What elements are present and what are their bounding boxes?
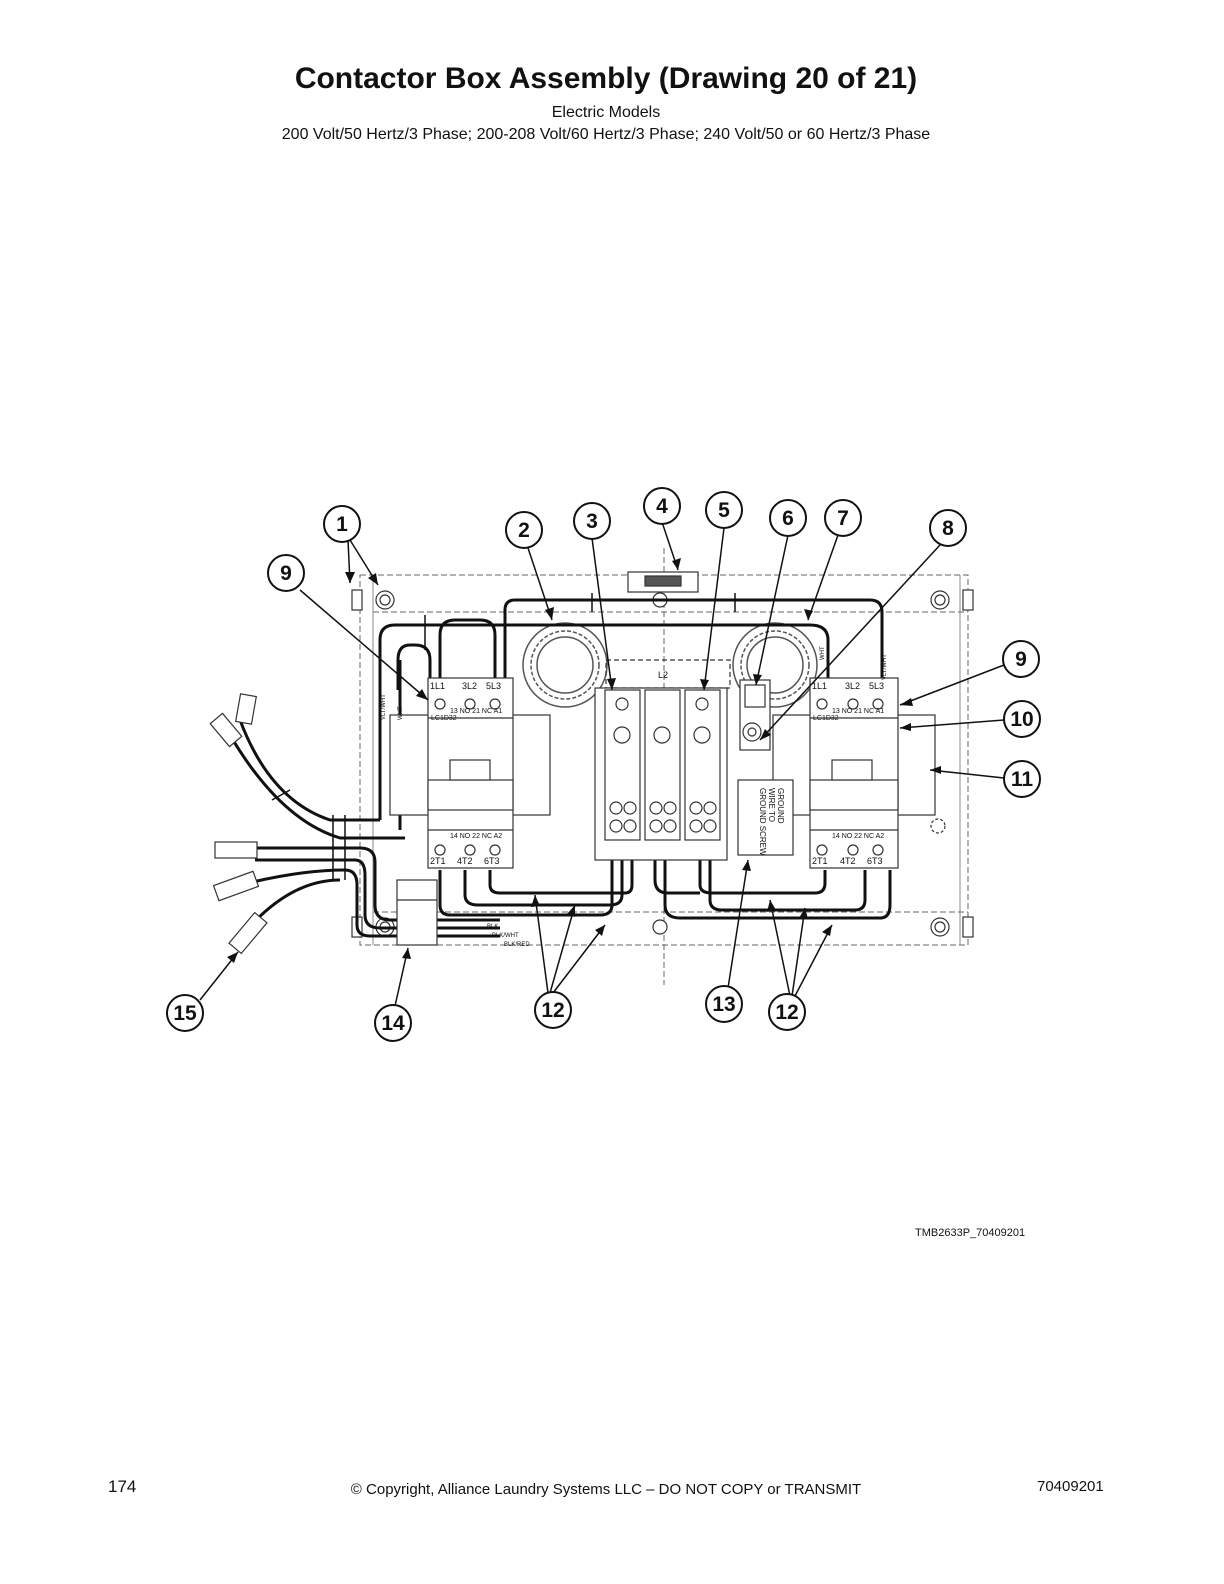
wire-harness	[228, 598, 892, 938]
callout-12-right: 12	[775, 1001, 798, 1024]
panel-solid	[372, 575, 961, 945]
knockout-rings	[522, 622, 818, 708]
callout-11: 11	[1011, 768, 1034, 791]
callout-10: 10	[1010, 708, 1033, 731]
wire-terminals	[209, 693, 268, 955]
top-bracket	[627, 571, 699, 593]
wire-label-wht-right: WHT	[820, 646, 826, 660]
terminal-block	[594, 659, 731, 861]
leader-arrowheads	[227, 558, 941, 963]
callout-13: 13	[712, 993, 735, 1016]
ground-label-line3: GROUND SCREW	[758, 788, 767, 856]
voltage-specs: 200 Volt/50 Hertz/3 Phase; 200-208 Volt/…	[281, 126, 931, 143]
document-number: 70409201	[1037, 1478, 1104, 1495]
left-contactor-labels: 1L1 3L2 5L3 LC1D32 13 NO 21 NC A1 14 NO …	[430, 681, 502, 866]
page-title: Contactor Box Assembly (Drawing 20 of 21…	[294, 62, 918, 95]
terminal-2t1: 2T1	[812, 856, 828, 866]
terminal-4t2: 4T2	[457, 856, 473, 866]
terminal-1l1: 1L1	[430, 681, 445, 691]
callout-14: 14	[381, 1012, 405, 1035]
callout-numbers: 1 2 3 4 5 6 7 8 9 9 10 11 12 12 13 14 15	[173, 495, 1033, 1035]
wire-label-blk-red: BLK/RED	[504, 942, 530, 948]
terminal-1l1: 1L1	[812, 681, 827, 691]
right-contactor-labels: 1L1 3L2 5L3 LC1D32 13 NO 21 NC A1 14 NO …	[812, 681, 884, 866]
aux-bottom-label: 14 NO 22 NC A2	[450, 833, 502, 840]
terminal-5l3: 5L3	[486, 681, 501, 691]
callout-15: 15	[173, 1002, 197, 1025]
wire-labels: VLT/WHT WHT WHT VLT/WHT BLK BLK/WHT BLK/…	[381, 646, 888, 948]
callout-12-left: 12	[541, 999, 564, 1022]
callout-3: 3	[586, 510, 598, 533]
callout-4: 4	[656, 495, 668, 518]
page-number: 174	[108, 1477, 137, 1496]
terminal-2t1: 2T1	[430, 856, 446, 866]
drawing-id: TMB2633P_70409201	[915, 1227, 1026, 1239]
callout-1: 1	[336, 513, 348, 536]
wire-label-vlt-wht-right: VLT/WHT	[882, 654, 888, 680]
left-contactor	[389, 677, 551, 869]
callout-7: 7	[837, 507, 849, 530]
terminal-4t2: 4T2	[840, 856, 856, 866]
leader-lines	[199, 521, 1005, 1007]
terminal-6t3: 6T3	[484, 856, 500, 866]
ground-assembly	[737, 679, 794, 856]
terminal-block-label: L2	[658, 670, 668, 680]
callout-circles	[166, 487, 1041, 1042]
model-label: LC1D32	[431, 715, 457, 722]
terminal-6t3: 6T3	[867, 856, 883, 866]
aux-top-label: 13 NO 21 NC A1	[450, 708, 502, 715]
wire-label-blk-wht: BLK/WHT	[492, 933, 519, 939]
ground-label-line1: GROUND	[776, 788, 785, 824]
model-label: LC1D32	[813, 715, 839, 722]
callout-9-left: 9	[280, 562, 292, 585]
aux-bottom-label: 14 NO 22 NC A2	[832, 833, 884, 840]
wire-label-wht-left: WHT	[398, 706, 404, 720]
callout-2: 2	[518, 519, 530, 542]
terminal-5l3: 5L3	[869, 681, 884, 691]
ground-label: GROUND WIRE TO GROUND SCREW	[758, 788, 785, 856]
wire-label-blk: BLK	[487, 924, 498, 930]
callout-9-right: 9	[1015, 648, 1027, 671]
page-subtitle: Electric Models	[551, 104, 661, 121]
callout-5: 5	[718, 499, 730, 522]
terminal-3l2: 3L2	[845, 681, 860, 691]
harness-connector	[396, 879, 438, 946]
ground-label-line2: WIRE TO	[767, 788, 776, 822]
callout-8: 8	[942, 517, 954, 540]
copyright-notice: © Copyright, Alliance Laundry Systems LL…	[350, 1481, 862, 1498]
terminal-3l2: 3L2	[462, 681, 477, 691]
wire-break-ticks	[271, 593, 736, 880]
aux-top-label: 13 NO 21 NC A1	[832, 708, 884, 715]
callout-6: 6	[782, 507, 794, 530]
wire-label-vlt-wht-left: VLT/WHT	[381, 694, 387, 720]
